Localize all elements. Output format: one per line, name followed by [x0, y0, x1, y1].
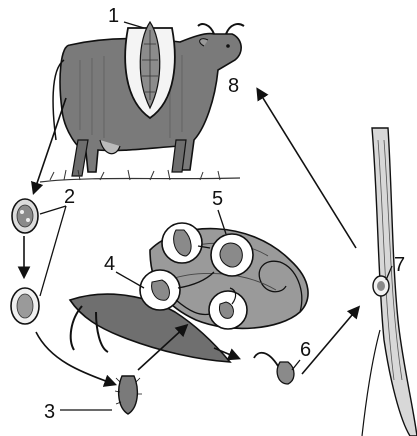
label-3: 3	[44, 401, 55, 423]
grass-blade	[362, 128, 417, 436]
miracidium	[115, 376, 142, 414]
rediae-inset	[140, 270, 180, 310]
label-6: 6	[300, 339, 311, 361]
redia-inset	[211, 234, 253, 276]
egg-unembryonated	[12, 199, 38, 233]
cercaria-free	[254, 353, 294, 384]
label-7: 7	[394, 254, 405, 276]
sporocyst-inset	[162, 223, 202, 263]
label-4: 4	[104, 253, 115, 275]
label-2: 2	[64, 186, 75, 208]
label-8: 8	[228, 75, 239, 97]
egg-with-miracidium	[11, 288, 39, 324]
label-1: 1	[108, 5, 119, 27]
label-5: 5	[212, 188, 223, 210]
